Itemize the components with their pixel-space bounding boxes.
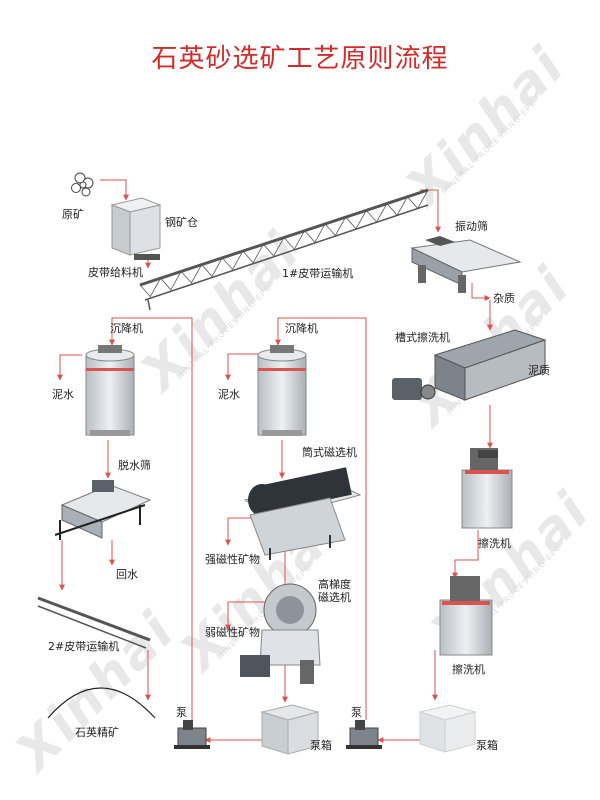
pump-box-1-icon (260, 704, 320, 755)
label-trough-washer: 槽式擦洗机 (395, 331, 450, 344)
vibrating-screen-icon (410, 236, 522, 293)
drum-magnetic-separator-icon (243, 467, 362, 560)
label-scrubber-2: 擦洗机 (452, 663, 485, 676)
label-pump-box-1: 泵箱 (310, 739, 332, 752)
label-return-water: 回水 (116, 568, 138, 581)
label-high-gradient-1: 高梯度 (318, 578, 351, 591)
label-steel-bin: 钢矿仓 (165, 216, 198, 229)
label-high-gradient-2: 磁选机 (318, 591, 351, 604)
label-settler-1: 沉降机 (110, 322, 143, 335)
label-dewatering-screen: 脱水筛 (118, 459, 151, 472)
label-drum-magnetic: 筒式磁选机 (302, 446, 357, 459)
conveyor-1-icon (139, 188, 429, 311)
scrubber-2-icon (439, 576, 493, 656)
high-gradient-separator-icon (240, 583, 321, 684)
label-pump-1: 泵 (176, 706, 187, 719)
conveyor-2-icon (37, 596, 151, 649)
label-vibrating-screen: 振动筛 (455, 220, 488, 233)
label-strong-magnetic: 强磁性矿物 (205, 553, 260, 566)
pump-1-icon (174, 720, 210, 749)
trough-washer-icon (392, 329, 547, 401)
label-pump-2: 泵 (351, 706, 362, 719)
label-settler-2: 沉降机 (285, 322, 318, 335)
label-mud-water-1: 泥水 (52, 388, 74, 401)
label-mud: 泥质 (528, 364, 550, 377)
label-weak-magnetic: 弱磁性矿物 (205, 626, 260, 639)
label-scrubber-1: 擦洗机 (478, 537, 511, 550)
steel-bin-icon (110, 197, 162, 260)
pump-box-2-icon (418, 704, 477, 753)
diagram-title: 石英砂选矿工艺原则流程 (151, 44, 449, 74)
label-pump-box-2: 泵箱 (476, 739, 498, 752)
quartz-concentrate-pile-icon (47, 687, 156, 719)
dewatering-screen-icon (54, 480, 152, 540)
scrubber-1-icon (461, 448, 513, 529)
settler-2-icon (257, 345, 307, 436)
label-conveyor-2: 2#皮带运输机 (48, 640, 120, 653)
label-quartz-concentrate: 石英精矿 (75, 726, 119, 739)
label-raw-ore: 原矿 (62, 208, 84, 221)
label-belt-feeder: 皮带给料机 (88, 266, 143, 279)
label-conveyor-1: 1#皮带运输机 (282, 267, 354, 280)
raw-ore-icon (71, 172, 94, 197)
label-mud-water-2: 泥水 (218, 388, 240, 401)
settler-1-icon (85, 345, 135, 436)
label-impurities: 杂质 (493, 292, 515, 305)
pump-2-icon (346, 720, 382, 749)
